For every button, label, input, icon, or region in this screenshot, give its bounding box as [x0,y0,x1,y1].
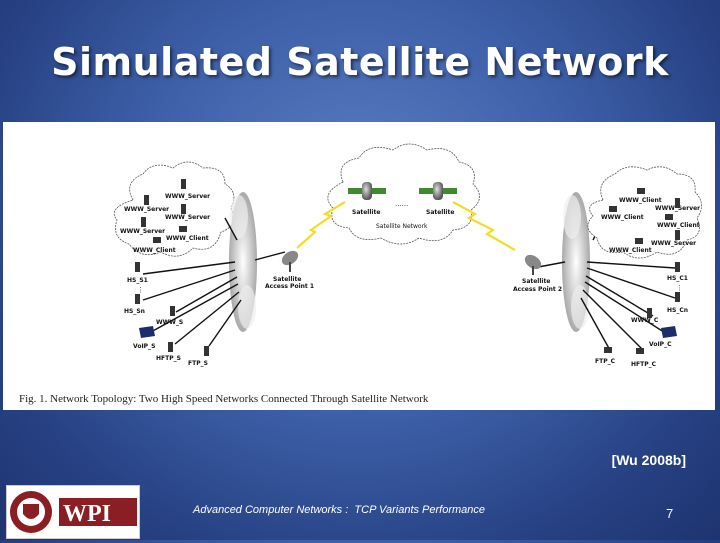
network-topology-figure: WWW_Server WWW_Server WWW_Server WWW_Ser… [3,122,715,410]
left-cloud-label: WWW_Server [165,193,210,200]
server-icon [675,262,680,272]
left-cloud-label: WWW_Server [124,206,169,213]
monitor-icon [665,214,673,220]
left-links [142,217,286,347]
node-label: WWW_C [631,317,659,324]
monitor-icon [179,226,187,232]
monitor-icon [636,348,644,354]
citation: [Wu 2008b] [611,452,686,468]
server-icon [135,262,140,272]
right-cloud-label: WWW_Client [657,222,700,229]
lightning-link-right [452,201,516,251]
svg-text:⋮: ⋮ [137,286,144,294]
left-nodes: HS_S1 ⋮ HS_Sn WWW_S VoIP_S HFTP_S FTP_S [124,262,209,367]
monitor-icon [153,237,161,243]
satellite-network-label: Satellite Network [376,223,428,230]
server-icon [168,342,173,352]
ellipsis: ...... [395,200,408,208]
wpi-seal-logo: WPI [10,491,137,533]
right-client-cloud: WWW_Client WWW_Server WWW_Client WWW_Cli… [587,166,702,259]
server-icon [675,292,680,302]
right-cloud-label: WWW_Server [655,205,700,212]
satellite-label: Satellite [352,209,380,216]
server-icon [181,179,186,189]
left-cloud-label: WWW_Client [166,235,209,242]
left-cloud-label: WWW_Client [133,247,176,254]
node-label: HS_Sn [124,308,145,315]
left-cloud-label: WWW_Server [165,214,210,221]
node-label: FTP_S [188,360,208,367]
node-label: VoIP_S [133,343,155,350]
monitor-icon [609,206,617,212]
server-icon [135,294,140,304]
node-label: VoIP_C [649,341,672,348]
laptop-icon [661,326,677,338]
node-label: HS_Cn [667,307,688,314]
right-cloud-label: WWW_Client [619,197,662,204]
server-icon [204,346,209,356]
monitor-icon [635,238,643,244]
access-point-label: Access Point 2 [513,286,562,293]
laptop-icon [139,326,155,338]
satellite-label: Satellite [426,209,454,216]
right-nodes: HS_C1 ⋮ HS_Cn WWW_C VoIP_C HFTP_C FTP_C [595,262,688,368]
satellite-right: Satellite [419,182,457,216]
server-icon [144,195,149,205]
monitor-icon [637,188,645,194]
right-cloud-label: WWW_Server [651,240,696,247]
server-icon [675,230,680,240]
server-icon [647,308,652,318]
svg-text:⋮: ⋮ [676,284,683,292]
access-point-label: Satellite [522,278,550,285]
access-point-label: Access Point 1 [265,283,314,290]
server-icon [170,306,175,316]
server-icon [141,217,146,227]
left-gateway-cloud [229,192,257,332]
topology-diagram: WWW_Server WWW_Server WWW_Server WWW_Ser… [113,143,702,368]
server-icon [181,204,186,214]
footer-course-title: Advanced Computer Networks : TCP Variant… [193,504,486,516]
node-label: HS_S1 [127,277,148,284]
figure-caption: Fig. 1. Network Topology: Two High Speed… [19,393,429,405]
lightning-link-left [296,201,346,249]
monitor-icon [604,347,612,353]
right-cloud-label: WWW_Client [609,247,652,254]
slide-title: Simulated Satellite Network [51,40,669,84]
wpi-logo: WPI [6,485,140,539]
node-label: FTP_C [595,358,616,365]
page-number: 7 [666,506,674,521]
right-gateway-cloud [562,192,590,332]
satellite-dish-left: Satellite Access Point 1 [265,250,314,290]
access-point-label: Satellite [273,276,301,283]
server-icon [675,198,680,208]
node-label: HFTP_S [156,355,181,362]
left-server-cloud: WWW_Server WWW_Server WWW_Server WWW_Ser… [113,161,235,257]
satellite-dish-right: Satellite Access Point 2 [513,254,562,293]
right-cloud-label: WWW_Client [601,214,644,221]
logo-text: WPI [63,501,111,527]
node-label: WWW_S [156,319,183,326]
satellite-left: Satellite [348,182,386,216]
satellite-network-cloud: Satellite Network ...... [327,143,480,245]
left-cloud-label: WWW_Server [120,228,165,235]
node-label: HS_C1 [667,275,688,282]
node-label: HFTP_C [631,361,657,368]
